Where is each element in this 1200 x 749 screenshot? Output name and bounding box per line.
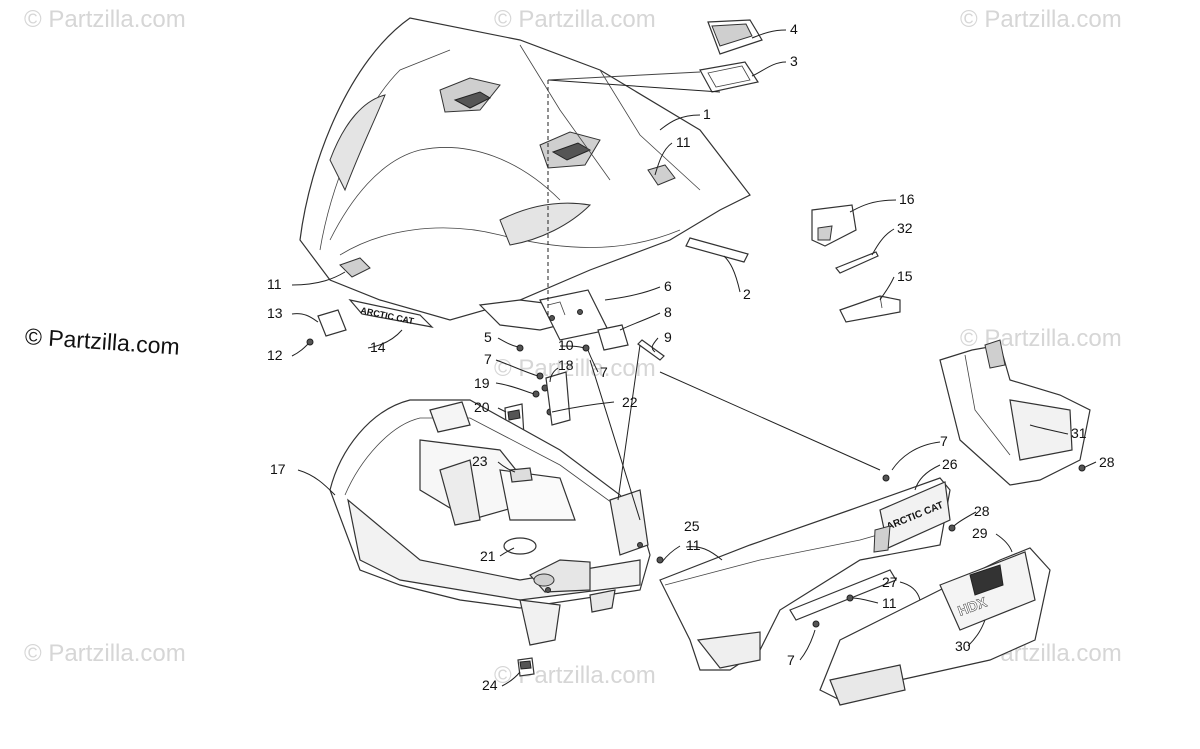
- callout-18: 18: [558, 357, 574, 373]
- callout-9: 9: [664, 329, 672, 345]
- watermark: © Partzilla.com: [494, 6, 656, 33]
- callout-5: 5: [484, 329, 492, 345]
- callout-32: 32: [897, 220, 913, 236]
- callout-22: 22: [622, 394, 638, 410]
- callout-20: 20: [474, 399, 490, 415]
- wrench-part: [835, 251, 879, 274]
- front-panel-part: HDX: [819, 547, 1051, 706]
- callout-19: 19: [474, 375, 490, 391]
- callout-7: 7: [600, 364, 608, 380]
- strip-part: [789, 569, 897, 621]
- callout-21: 21: [480, 548, 496, 564]
- watermark: © Partzilla.com: [494, 355, 656, 382]
- gasket-part: [699, 61, 759, 93]
- watermark: © Partzilla.com: [24, 6, 186, 33]
- callout-8: 8: [664, 304, 672, 320]
- callout-24: 24: [482, 677, 498, 693]
- storage-tub-part: [329, 399, 664, 646]
- watermark: © Partzilla.com: [960, 6, 1122, 33]
- callout-31: 31: [1071, 425, 1087, 441]
- callout-25: 25: [684, 518, 700, 534]
- callout-10: 10: [558, 337, 574, 353]
- screw-part: [306, 338, 314, 346]
- callout-15: 15: [897, 268, 913, 284]
- callout-6: 6: [664, 278, 672, 294]
- callout-23: 23: [472, 453, 488, 469]
- bracket-6-part: [539, 289, 609, 341]
- rod-part: [685, 237, 749, 263]
- latch-part: [545, 371, 571, 426]
- callout-7: 7: [940, 433, 948, 449]
- callout-13: 13: [267, 305, 283, 321]
- callout-14: 14: [370, 339, 386, 355]
- callout-1: 1: [703, 106, 711, 122]
- strap-part: [839, 295, 901, 323]
- callout-16: 16: [899, 191, 915, 207]
- callout-7: 7: [787, 652, 795, 668]
- pin-part: [637, 339, 665, 361]
- drain-plug-part: [503, 537, 537, 555]
- callout-11: 11: [676, 134, 691, 150]
- part-31: [939, 339, 1091, 486]
- callout-11: 11: [686, 537, 701, 553]
- callout-3: 3: [790, 53, 798, 69]
- callout-11: 11: [267, 276, 282, 292]
- callout-27: 27: [882, 574, 898, 590]
- callout-2: 2: [743, 286, 751, 302]
- callout-7: 7: [484, 351, 492, 367]
- bracket-part: [317, 309, 347, 337]
- callout-30: 30: [955, 638, 971, 654]
- callout-11: 11: [882, 595, 897, 611]
- callout-26: 26: [942, 456, 958, 472]
- callout-28: 28: [974, 503, 990, 519]
- callout-17: 17: [270, 461, 286, 477]
- side-panel-part: ARCTIC CAT: [659, 477, 951, 671]
- watermark: © Partzilla.com: [24, 640, 186, 667]
- callout-29: 29: [972, 525, 988, 541]
- callout-28: 28: [1099, 454, 1115, 470]
- hood-part: ARCTIC CAT: [299, 17, 751, 331]
- bracket-8-part: [597, 324, 629, 351]
- callout-12: 12: [267, 347, 283, 363]
- callout-4: 4: [790, 21, 798, 37]
